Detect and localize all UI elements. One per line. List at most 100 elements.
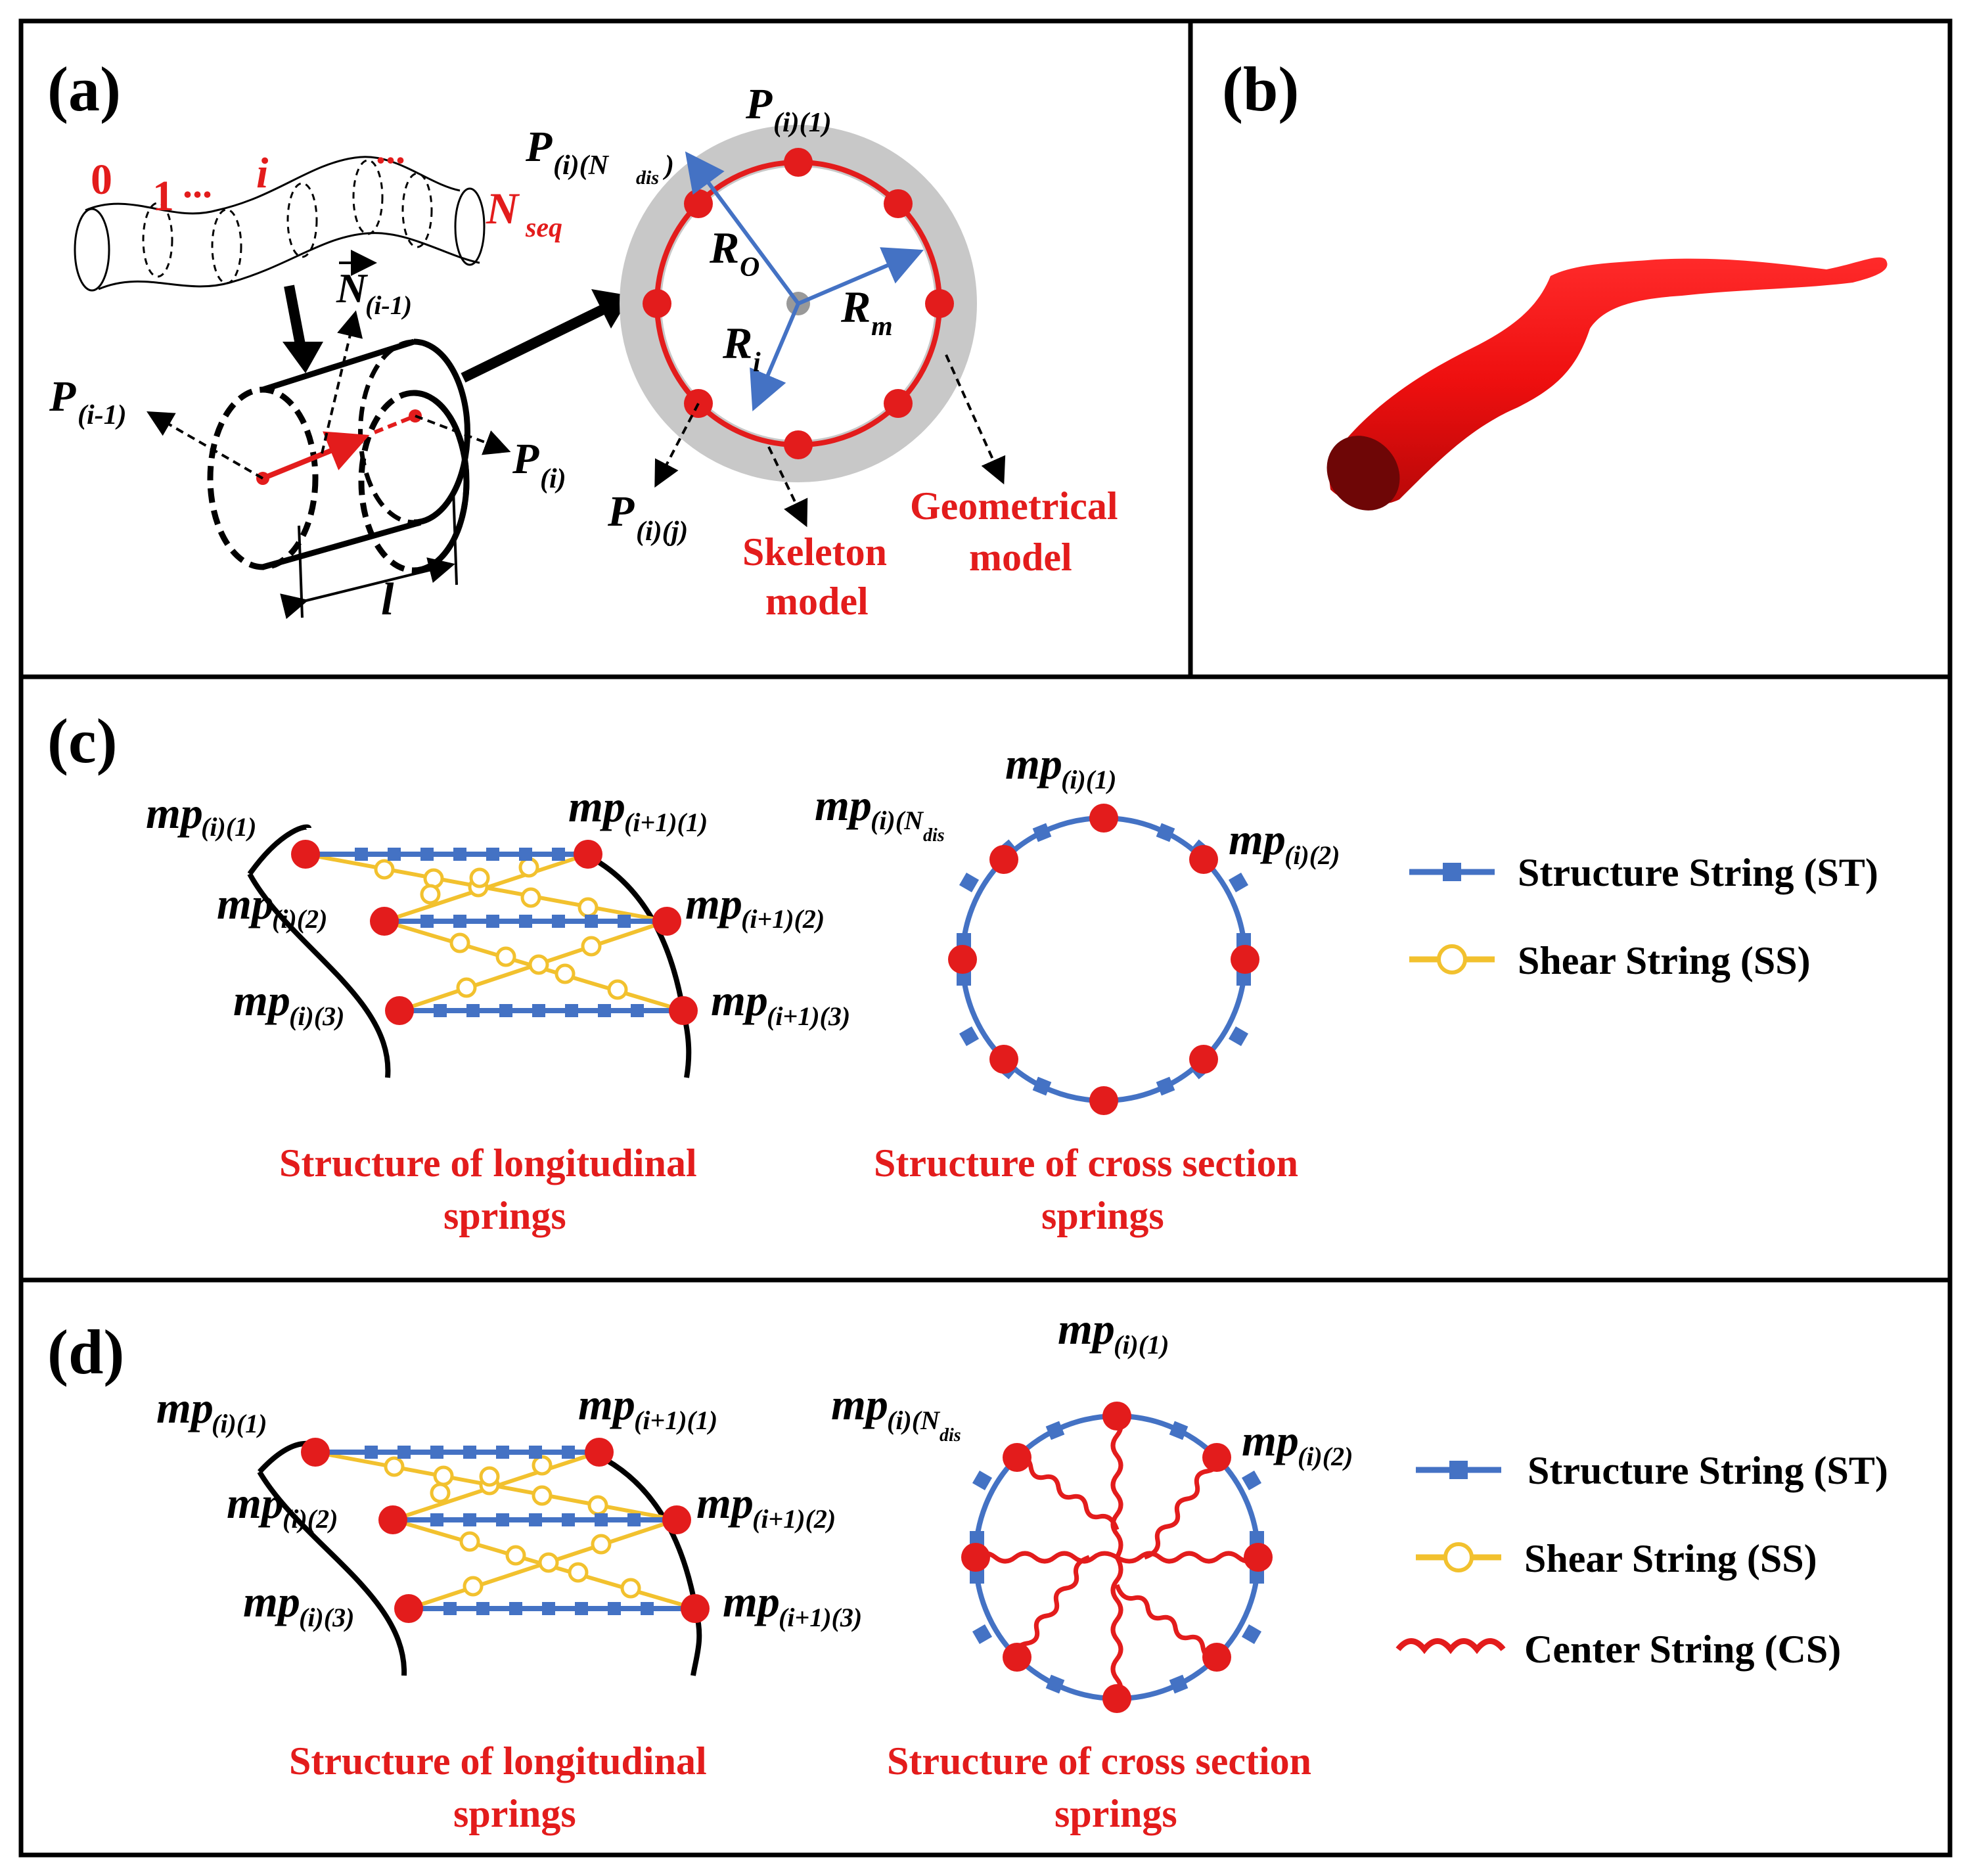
- figure-label: mp: [1005, 739, 1062, 789]
- figure-label: N: [486, 183, 520, 233]
- figure-label: O: [740, 252, 759, 283]
- figure-label: Structure of longitudinal: [279, 1141, 697, 1185]
- figure-label: 0: [91, 156, 112, 204]
- figure-label: springs: [1041, 1194, 1164, 1237]
- figure-label: springs: [443, 1194, 566, 1237]
- figure-label: (i)(1): [1061, 765, 1116, 794]
- figure-label: (i)(1): [773, 108, 832, 138]
- figure-label: (i): [540, 464, 566, 494]
- figure-label: mp: [1242, 1415, 1299, 1465]
- figure-label: (i+1)(3): [779, 1603, 862, 1632]
- figure-label: mp: [243, 1576, 300, 1626]
- figure-label: (i+1)(1): [624, 808, 708, 837]
- figure-label: mp: [685, 879, 742, 928]
- figure-label: ...: [183, 162, 212, 206]
- figure-label: 1: [152, 172, 174, 220]
- segment-cylinder: [207, 338, 470, 574]
- figure-label: (i-1): [365, 290, 412, 320]
- panel-label-c: (c): [47, 706, 118, 776]
- figure-label: P: [525, 123, 553, 171]
- spring-network: [291, 840, 698, 1025]
- panel-label-a: (a): [47, 54, 121, 124]
- figure-label: i: [256, 149, 269, 197]
- figure-label: (i)(2): [1284, 840, 1340, 870]
- figure-label: R: [722, 318, 752, 368]
- figure-label: dis: [636, 167, 659, 189]
- figure-label: Skeleton: [742, 530, 887, 574]
- panel-c: mp(i)(1) mp(i+1)(1) mp(i)(2) mp(i+1)(2) …: [146, 739, 1878, 1237]
- figure-label: (i)(2): [283, 1504, 338, 1534]
- longitudinal-springs-d: mp(i)(1) mp(i+1)(1) mp(i)(2) mp(i+1)(2) …: [156, 1379, 862, 1835]
- figure-label: (i+1)(1): [634, 1406, 717, 1435]
- center-strings: [974, 1414, 1260, 1701]
- figure-label: R: [840, 282, 871, 332]
- figure-label: mp: [1058, 1304, 1115, 1354]
- figure-label: (i-1): [78, 400, 127, 430]
- figure-label: (i)(N: [871, 806, 924, 835]
- skeleton-nodes: [643, 148, 954, 459]
- figure-label: P: [745, 80, 773, 128]
- figure-label: mp: [233, 975, 290, 1025]
- figure-label: R: [709, 223, 739, 273]
- figure-label: mp: [711, 975, 768, 1025]
- figure-label: Geometrical: [910, 484, 1118, 528]
- figure-label: mp: [723, 1576, 780, 1626]
- figure-label: seq: [525, 213, 562, 243]
- legend-center-string: Center String (CS): [1524, 1628, 1841, 1671]
- figure-label: mp: [815, 780, 872, 830]
- figure-label: m: [871, 311, 893, 342]
- legend-shear-string-d: Shear String (SS): [1524, 1537, 1817, 1580]
- figure-label: mp: [696, 1478, 754, 1528]
- figure-label: mp: [578, 1379, 635, 1429]
- panel-label-b: (b): [1222, 54, 1299, 124]
- legend-structure-string: Structure String (ST): [1518, 851, 1878, 894]
- figure-label: dis: [940, 1425, 961, 1446]
- figure-label: (i)(1): [212, 1409, 267, 1438]
- panel-frames: [18, 18, 1953, 1858]
- figure-label: dis: [923, 825, 945, 846]
- figure-label: model: [969, 536, 1072, 579]
- figure-label: P: [512, 435, 539, 483]
- figure-label: (i)(N: [887, 1406, 941, 1435]
- figure-label: (i)(N: [553, 150, 610, 181]
- legend-shear-string: Shear String (SS): [1518, 939, 1811, 982]
- figure-label: (i)(3): [289, 1001, 344, 1031]
- panel-d: mp(i)(1) mp(i+1)(1) mp(i)(2) mp(i+1)(2) …: [156, 1304, 1888, 1835]
- legend-structure-string-d: Structure String (ST): [1528, 1449, 1888, 1492]
- figure-label: model: [765, 580, 869, 623]
- panel-label-d: (d): [47, 1317, 124, 1387]
- figure-label: ...: [376, 128, 405, 172]
- figure-label: (i)(2): [1298, 1442, 1353, 1471]
- figure-label: (i)(1): [1114, 1330, 1169, 1360]
- figure-label: (i+1)(2): [752, 1504, 836, 1534]
- figure-label: i: [753, 348, 761, 378]
- figure-label: mp: [831, 1379, 888, 1429]
- panel-a: 0 1 ... i ... N seq N (i-1): [49, 80, 1118, 625]
- figure-label: mp: [568, 781, 625, 831]
- figure-label: ): [662, 150, 674, 181]
- figure-label: Structure of longitudinal: [289, 1739, 707, 1783]
- figure-label: (i+1)(3): [767, 1001, 850, 1031]
- figure-label: mp: [1229, 814, 1286, 864]
- figure-label: (i)(3): [299, 1603, 354, 1632]
- figure-label: mp: [217, 879, 274, 928]
- vessel-sequence-tube: [74, 156, 486, 292]
- figure-label: l: [381, 574, 394, 625]
- figure-label: mp: [156, 1383, 214, 1432]
- figure-label: P: [49, 373, 76, 421]
- figure-label: (i)(2): [272, 904, 327, 934]
- figure-label: Structure of cross section: [874, 1141, 1298, 1185]
- legend-d: Structure String (ST) Shear String (SS) …: [1395, 1449, 1888, 1671]
- figure-label: (i)(j): [636, 516, 688, 547]
- figure-label: springs: [453, 1792, 576, 1835]
- legend-c: Structure String (ST) Shear String (SS): [1409, 851, 1878, 982]
- figure-label: N: [336, 265, 369, 311]
- figure-label: Structure of cross section: [887, 1739, 1311, 1783]
- figure-label: (i+1)(2): [741, 904, 825, 934]
- panel-b-3d-vessel: [1326, 257, 1888, 511]
- figure-label: mp: [146, 788, 203, 838]
- figure-label: mp: [227, 1478, 284, 1528]
